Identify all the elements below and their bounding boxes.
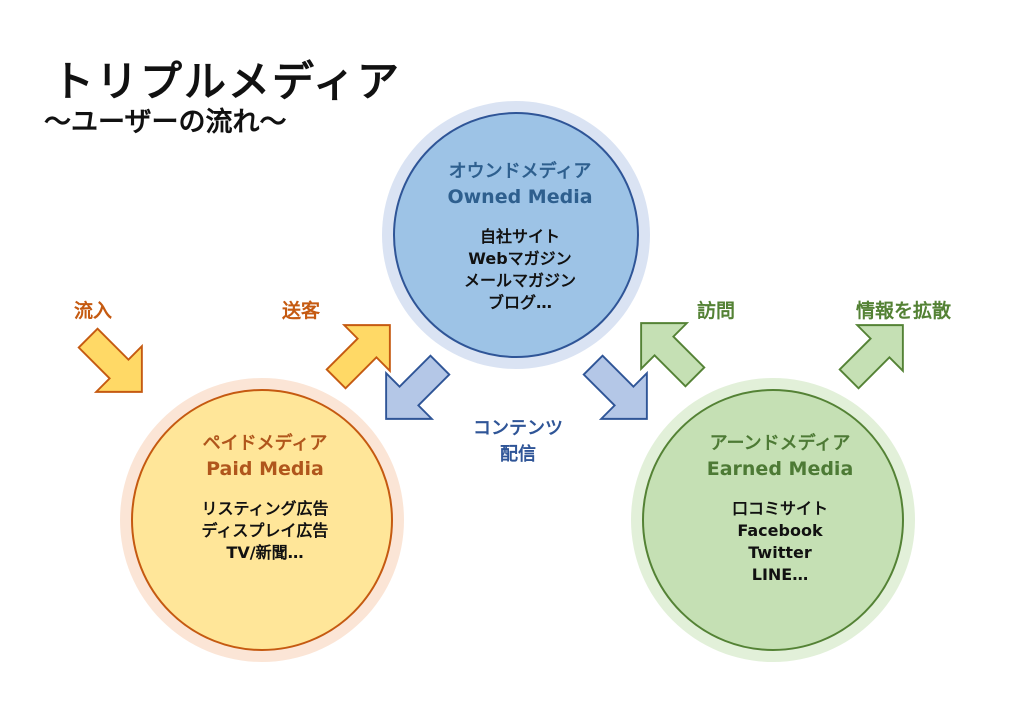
spread-label: 情報を拡散 [856, 300, 952, 322]
owned-media-item: ブログ… [487, 293, 552, 312]
owned-media-heading-jp: オウンドメディア [448, 161, 592, 182]
owned-media-disc [393, 112, 639, 358]
paid-media-items: リスティング広告 ディスプレイ広告 TV/新聞… [135, 498, 395, 564]
paid-media-item: TV/新聞… [226, 543, 304, 562]
paid-media-disc [131, 389, 393, 651]
paid-media-text: ペイドメディア Paid Media リスティング広告 ディスプレイ広告 TV/… [135, 432, 395, 564]
earned-media-heading-jp: アーンドメディア [709, 433, 851, 454]
earned-media-disc [642, 389, 904, 651]
visit-label: 訪問 [697, 300, 736, 322]
earned-media-item: Twitter [748, 543, 812, 562]
earned-media-items: 口コミサイト Facebook Twitter LINE… [650, 498, 910, 586]
owned-media-item: メールマガジン [463, 271, 576, 290]
owned-media-heading-en: Owned Media [447, 186, 593, 208]
send-label: 送客 [282, 300, 321, 322]
earned-media-heading-en: Earned Media [706, 458, 854, 480]
paid-media-item: リスティング広告 [201, 499, 329, 518]
earned-media-item: LINE… [751, 565, 809, 584]
earned-media-item: 口コミサイト [731, 499, 828, 518]
content-delivery-line1: コンテンツ [473, 418, 563, 439]
content-delivery-line2: 配信 [500, 444, 536, 465]
paid-media-circle [120, 378, 404, 662]
earned-media-text: アーンドメディア Earned Media 口コミサイト Facebook Tw… [650, 432, 910, 586]
owned-media-item: Webマガジン [468, 249, 572, 268]
owned-media-item: 自社サイト [479, 227, 560, 246]
owned-media-items: 自社サイト Webマガジン メールマガジン ブログ… [390, 226, 650, 314]
content-to-earned-arrow-icon [569, 341, 671, 443]
paid-media-heading-en: Paid Media [206, 458, 324, 480]
owned-media-text: オウンドメディア Owned Media 自社サイト Webマガジン メールマガ… [390, 160, 650, 314]
content-delivery-label: コンテンツ 配信 [466, 414, 570, 466]
owned-media-circle [382, 101, 650, 369]
paid-media-item: ディスプレイ広告 [201, 521, 329, 540]
inflow-arrow-icon [64, 314, 166, 416]
page-title: トリプルメディア [52, 57, 402, 106]
earned-media-circle [631, 378, 915, 662]
paid-media-heading-jp: ペイドメディア [202, 433, 328, 454]
page-subtitle: 〜ユーザーの流れ〜 [44, 107, 287, 138]
earned-media-item: Facebook [737, 521, 823, 540]
inflow-label: 流入 [74, 300, 113, 322]
